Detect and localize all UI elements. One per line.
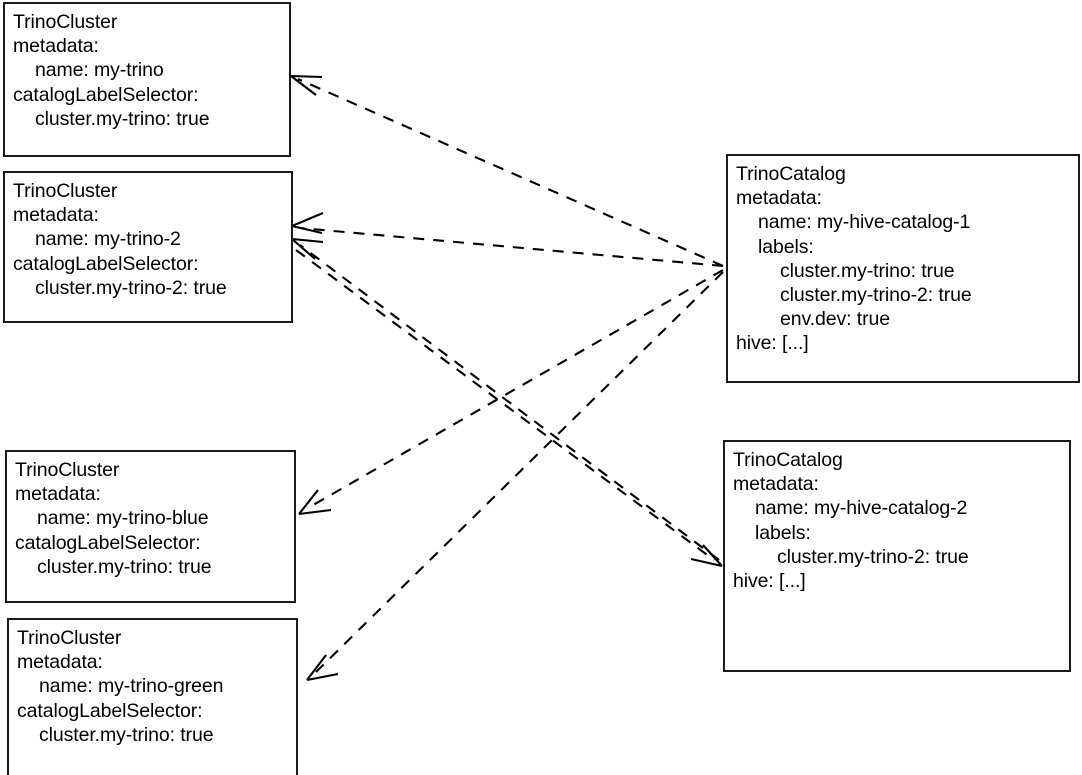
node-line: cluster.my-trino-2: true bbox=[777, 545, 969, 568]
node-line: env.dev: true bbox=[780, 308, 890, 331]
node-line: name: my-trino-2 bbox=[35, 228, 181, 251]
node-line: cluster.my-trino-2: true bbox=[780, 284, 972, 307]
edge-catalog1-to-my-trino-2 bbox=[291, 212, 724, 268]
edge-catalog2-to-my-trino-2 bbox=[291, 237, 720, 561]
node-line: TrinoCluster bbox=[13, 180, 118, 202]
node-line: name: my-hive-catalog-1 bbox=[758, 211, 971, 234]
node-cluster-my-trino-blue[interactable]: TrinoCluster metadata: name: my-trino-bl… bbox=[5, 450, 296, 603]
node-line: labels: bbox=[755, 521, 811, 544]
node-line: cluster.my-trino: true bbox=[37, 555, 212, 578]
node-line: hive: [...] bbox=[736, 332, 809, 355]
node-line: catalogLabelSelector: bbox=[13, 83, 199, 106]
node-line: TrinoCatalog bbox=[736, 163, 846, 185]
node-line: metadata: bbox=[13, 204, 99, 227]
node-line: hive: [...] bbox=[733, 570, 806, 593]
node-line: TrinoCatalog bbox=[733, 449, 843, 471]
node-line: name: my-trino-green bbox=[39, 675, 224, 698]
node-line: name: my-hive-catalog-2 bbox=[755, 497, 968, 520]
node-line: cluster.my-trino: true bbox=[39, 723, 214, 746]
node-catalog-my-hive-catalog-1[interactable]: TrinoCatalog metadata: name: my-hive-cat… bbox=[726, 154, 1080, 383]
edge-catalog1-to-my-trino bbox=[290, 74, 724, 267]
node-line: metadata: bbox=[736, 187, 822, 210]
edge-catalog1-to-my-trino-green bbox=[306, 271, 724, 682]
node-cluster-my-trino[interactable]: TrinoCluster metadata: name: my-trino ca… bbox=[3, 2, 291, 157]
node-line: TrinoCluster bbox=[15, 459, 120, 481]
node-line: labels: bbox=[758, 235, 814, 258]
edge-catalog1-to-my-trino-blue bbox=[298, 269, 724, 516]
node-line: cluster.my-trino: true bbox=[780, 259, 955, 282]
node-catalog-my-hive-catalog-2[interactable]: TrinoCatalog metadata: name: my-hive-cat… bbox=[723, 440, 1071, 672]
node-line: catalogLabelSelector: bbox=[15, 531, 201, 554]
node-line: metadata: bbox=[733, 473, 819, 496]
node-line: cluster.my-trino: true bbox=[35, 107, 210, 130]
node-line: catalogLabelSelector: bbox=[13, 252, 199, 275]
node-cluster-my-trino-green[interactable]: TrinoCluster metadata: name: my-trino-gr… bbox=[7, 618, 298, 775]
node-line: name: my-trino-blue bbox=[37, 507, 209, 530]
node-cluster-my-trino-2[interactable]: TrinoCluster metadata: name: my-trino-2 … bbox=[3, 171, 293, 323]
node-line: TrinoCluster bbox=[17, 627, 122, 649]
node-line: catalogLabelSelector: bbox=[17, 699, 203, 722]
node-line: cluster.my-trino-2: true bbox=[35, 276, 227, 299]
node-line: metadata: bbox=[15, 483, 101, 506]
node-line: metadata: bbox=[13, 35, 99, 58]
edge-my-trino-2-to-catalog2 bbox=[295, 249, 723, 568]
node-line: TrinoCluster bbox=[13, 11, 118, 33]
node-line: name: my-trino bbox=[35, 59, 164, 82]
node-line: metadata: bbox=[17, 651, 103, 674]
